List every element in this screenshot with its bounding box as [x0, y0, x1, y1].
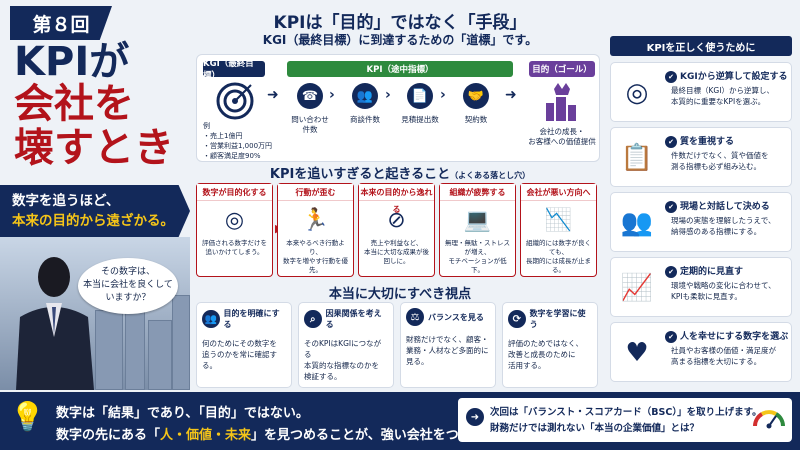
businessman-cityscape-photo	[0, 237, 190, 390]
pitfall-head: 会社が悪い方向へ	[521, 184, 596, 201]
kpi-tag: KPI（途中指標）	[287, 61, 513, 77]
footer-message-1: 数字は「結果」であり、「目的」ではない。	[56, 406, 309, 421]
view-card: ⟳数字を学習に使う 評価のためではなく、 改善と成長のために 活用する。	[502, 302, 598, 388]
document-icon: 📄	[407, 83, 433, 109]
pitfall-head: 数字が目的化する	[197, 184, 272, 201]
title-line-1: KPIが	[14, 39, 130, 85]
arrow-right-icon: ➜	[466, 408, 484, 426]
tip-card: 👥 現場と対話して決める 現場の実態を理解したうえで、 納得感のある指標にする。	[610, 192, 792, 252]
meeting-icon: 👥	[352, 83, 378, 109]
group-icon: 👥	[620, 208, 654, 238]
views-heading: 本当に大切にすべき視点	[328, 287, 472, 302]
tip-text: 件数だけでなく、質や価値を 測る指標も必ず組み込む。	[671, 151, 769, 171]
tip-text: 現場の実態を理解したうえで、 納得感のある指標にする。	[671, 216, 776, 236]
goal-tag: 目的（ゴール）	[529, 61, 595, 77]
team-icon: 👥	[202, 310, 220, 328]
view-text: 評価のためではなく、 改善と成長のために 活用する。	[508, 339, 583, 370]
tip-head: 質を重視する	[665, 134, 734, 148]
tip-card: 📋 質を重視する 件数だけでなく、質や価値を 測る指標も必ず組み込む。	[610, 127, 792, 187]
pitfall-text: 本来やるべき行動より、 数字を増やす行動を優先。	[283, 239, 348, 274]
view-text: そのKPIはKGIにつながる 本質的な指標なのかを 検証する。	[304, 339, 382, 381]
tip-text: 環境や戦略の変化に合わせて、 KPIも柔軟に見直す。	[671, 281, 776, 301]
lightbulb-icon: 💡	[10, 400, 45, 433]
tip-head: KGIから逆算して設定する	[665, 69, 787, 83]
runner-icon: 🏃	[301, 207, 330, 233]
view-text: 何のためにその数字を 追うのかを常に確認する。	[202, 339, 277, 370]
pitfall-card: 数字が目的化する ◎ 評価される数字だけを 追いかけてしまう。	[196, 183, 273, 277]
step-label-4: 契約数	[464, 115, 488, 124]
cycle-icon: ⟳	[508, 310, 526, 328]
step-label-2: 商談件数	[350, 115, 380, 124]
target-icon: ◎	[224, 207, 245, 233]
tip-card: ◎ KGIから逆算して設定する 最終目標（KGI）から逆算し、 本質的に重要なK…	[610, 62, 792, 122]
lead-banner: 数字を追うほど、 本来の目的から遠ざかる。	[0, 185, 190, 237]
tip-head: 現場と対話して決める	[665, 199, 770, 213]
kgi-examples: 例 ・売上1億円 ・営業利益1,000万円 ・顧客満足度90%	[203, 122, 273, 160]
footer-message-2: 数字の先にある「人・価値・未来」を見つめることが、強い会社をつくる。	[56, 428, 498, 443]
target-icon	[216, 82, 254, 120]
arrow-right-icon: ›	[329, 87, 335, 103]
pitfall-head: 組織が疲弊する	[440, 184, 515, 201]
search-icon: ⌕	[304, 310, 322, 328]
gauge-icon	[753, 410, 785, 429]
pitfall-text: 評価される数字だけを 追いかけてしまう。	[202, 239, 267, 256]
view-text: 財務だけでなく、顧客・ 業務・人材など多面的に 見る。	[406, 335, 489, 366]
pitfall-card: 組織が疲弊する 💻 無理・無駄・ストレスが増え、 モチベーションが低下。	[439, 183, 516, 277]
main-heading: KPIは「目的」ではなく「手段」	[273, 13, 527, 33]
company-growth-icon	[546, 83, 576, 121]
tip-card: ♥ 人を幸せにする数字を選ぶ 社員やお客様の価値・満足度が 高まる指標を大切にす…	[610, 322, 792, 382]
view-card: 👥目的を明確にする 何のためにその数字を 追うのかを常に確認する。	[196, 302, 292, 388]
businessman-silhouette	[16, 257, 94, 390]
off-target-icon: ⊘	[387, 207, 406, 233]
pitfall-text: 組織的には数字が良くても、 長期的には成長が止まる。	[526, 239, 591, 274]
pitfall-card: 本来の目的から逸れる ⊘ 売上や利益など、 本当に大切な成果が後回しに。	[358, 183, 435, 277]
main-subheading: KGI（最終目標）に到達するための「道標」です。	[262, 33, 538, 47]
arrow-right-icon: ›	[385, 87, 391, 103]
kgi-kpi-flow-panel: KGI（最終目標） KPI（途中指標） 目的（ゴール） 例 ・売上1億円 ・営業…	[196, 54, 600, 162]
handshake-icon: 🤝	[463, 83, 489, 109]
scale-icon: ⚖	[406, 308, 424, 326]
pitfalls-heading: KPIを追いすぎると起きること（よくある落とし穴）	[269, 167, 531, 182]
phone-icon: ☎	[297, 83, 323, 109]
tip-text: 最終目標（KGI）から逆算し、 本質的に重要なKPIを選ぶ。	[671, 86, 774, 106]
thought-bubble: その数字は、 本当に会社を良くして いますか？	[78, 258, 178, 314]
tip-text: 社員やお客様の価値・満足度が 高まる指標を大切にする。	[671, 346, 776, 366]
next-episode-line-1: 次回は「バランスト・スコアカード（BSC）」を取り上げます。	[490, 407, 762, 418]
episode-badge: 第８回	[10, 6, 112, 40]
kgi-tag: KGI（最終目標）	[203, 59, 265, 81]
arrow-right-icon: ➜	[505, 87, 517, 103]
view-card: ⌕因果関係を考える そのKPIはKGIにつながる 本質的な指標なのかを 検証する…	[298, 302, 394, 388]
tip-head: 定期的に見直す	[665, 264, 743, 278]
arrow-right-icon: ›	[440, 87, 446, 103]
heart-icon: ♥	[625, 338, 649, 368]
pitfall-head: 行動が歪む	[278, 184, 353, 201]
next-episode-box	[458, 398, 792, 442]
tired-worker-icon: 💻	[463, 207, 492, 233]
target-icon: ◎	[625, 78, 649, 108]
step-label-3: 見積提出数	[401, 115, 439, 124]
tip-head: 人を幸せにする数字を選ぶ	[665, 329, 788, 343]
tip-card: 📈 定期的に見直す 環境や戦略の変化に合わせて、 KPIも柔軟に見直す。	[610, 257, 792, 317]
arrow-right-icon: ➜	[267, 87, 279, 103]
view-card: ⚖バランスを見る 財務だけでなく、顧客・ 業務・人材など多面的に 見る。	[400, 302, 496, 388]
pitfall-text: 無理・無駄・ストレスが増え、 モチベーションが低下。	[445, 239, 510, 274]
lead-line-2: 本来の目的から遠ざかる。	[12, 213, 174, 229]
title-line-2: 会社を	[14, 81, 134, 127]
pitfall-text: 売上や利益など、 本当に大切な成果が後回しに。	[364, 239, 429, 265]
next-episode-line-2: 財務だけでは測れない「本当の企業価値」とは？	[490, 423, 700, 434]
right-heading: KPIを正しく使うために	[610, 36, 792, 56]
growth-chart-icon: 📈	[620, 273, 654, 303]
pitfall-head: 本来の目的から逸れる	[359, 184, 434, 214]
title-line-3: 壊すとき	[14, 125, 174, 171]
step-label-1: 問い合わせ 件数	[291, 115, 329, 134]
checklist-icon: 📋	[620, 143, 654, 173]
decline-chart-icon: 📉	[544, 207, 573, 233]
pitfall-card: 会社が悪い方向へ 📉 組織的には数字が良くても、 長期的には成長が止まる。	[520, 183, 597, 277]
lead-line-1: 数字を追うほど、	[12, 193, 120, 209]
pitfall-card: 行動が歪む 🏃 本来やるべき行動より、 数字を増やす行動を優先。	[277, 183, 354, 277]
goal-label: 会社の成長・ お客様への価値提供	[528, 127, 596, 146]
